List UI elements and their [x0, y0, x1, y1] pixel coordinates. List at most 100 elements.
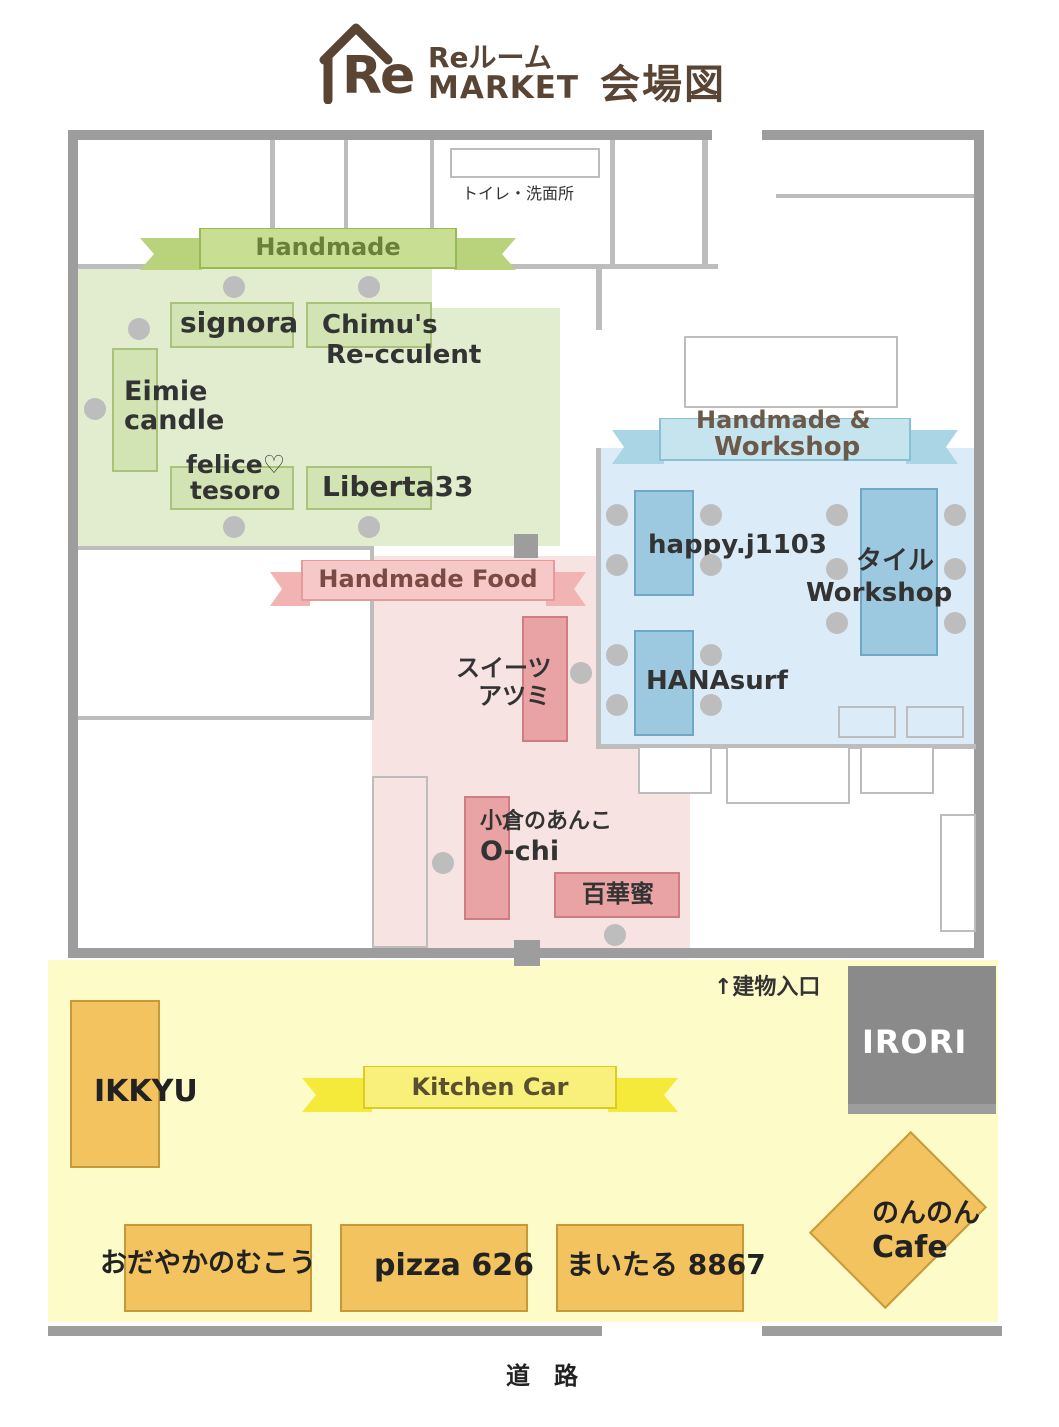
seat [604, 924, 626, 946]
handmade-banner: Handmade [140, 228, 516, 276]
seat [700, 644, 722, 666]
booth-signora[interactable] [170, 302, 294, 348]
booth-hyakka-label: 百華蜜 [582, 880, 654, 908]
workshop-box-2 [906, 706, 964, 738]
booth-pizza-label: pizza 626 [374, 1248, 534, 1283]
toilet-fixture [450, 148, 600, 178]
wall-top-left [68, 130, 712, 140]
food-banner-text: Handmade Food [318, 565, 538, 593]
logo-market: MARKET [428, 70, 580, 106]
booth-happy[interactable] [634, 490, 694, 596]
wall-right [974, 130, 984, 958]
booth-tile[interactable] [860, 488, 938, 656]
booth-hana-label: HANAsurf [646, 666, 788, 696]
booth-chimu-label-1: Chimu's [322, 310, 438, 340]
booth-nonnon-label-2: Cafe [872, 1230, 948, 1265]
seat [944, 558, 966, 580]
fixture-d [940, 814, 976, 932]
wall-street-right [762, 1326, 1002, 1336]
booth-happy-label: happy.j1103 [648, 530, 827, 560]
booth-odayaka-label: おだやかのむこう [100, 1248, 316, 1279]
workshop-banner-line1: Handmade & [696, 406, 871, 434]
wall-room-div5 [702, 140, 708, 268]
fixture-b [726, 746, 850, 804]
wall-left [68, 130, 78, 958]
logo-re-small: Reルーム [428, 41, 552, 74]
booth-hana[interactable] [634, 630, 694, 736]
food-banner: Handmade Food [270, 560, 586, 610]
toilet-label: トイレ・洗面所 [462, 184, 575, 203]
booth-chimu-label-2: Re-cculent [326, 340, 482, 370]
booth-liberta-label: Liberta33 [322, 470, 474, 503]
wall-workshop-left [596, 448, 601, 748]
seat [700, 504, 722, 526]
kitchen-banner: Kitchen Car [302, 1066, 678, 1116]
booth-tile-label-1: タイル [856, 546, 935, 576]
logo-mark: Re [342, 46, 415, 106]
seat [606, 644, 628, 666]
booth-maitaru-label: まいたる 8867 [566, 1248, 766, 1281]
counter-fixture [684, 336, 898, 408]
workshop-box-1 [838, 706, 896, 738]
booth-odayaka[interactable] [124, 1224, 312, 1312]
wall-room-div2 [344, 140, 348, 268]
kitchen-banner-text: Kitchen Car [411, 1073, 569, 1101]
door-bottom [514, 940, 540, 966]
seat [128, 318, 150, 340]
wall-room-div1 [270, 140, 275, 268]
seat [826, 612, 848, 634]
wall-room-div3 [430, 140, 434, 268]
seat [84, 398, 106, 420]
seat [826, 504, 848, 526]
banner-ribbon-icon [302, 1066, 678, 1112]
booth-ogura-label-2: O-chi [480, 836, 560, 867]
fixture-a [638, 746, 712, 794]
shelf-food [372, 776, 428, 948]
booth-felice-label-2: tesoro [190, 476, 281, 505]
booth-sweets-label-2: アツミ [478, 682, 550, 710]
booth-tile-label-2: Workshop [806, 578, 953, 608]
booth-nonnon-label-1: のんのん [872, 1198, 980, 1229]
seat [606, 554, 628, 576]
header: Re Reルーム MARKET 会場図 [318, 22, 758, 112]
door-top [514, 534, 538, 558]
seat [223, 516, 245, 538]
wall-top-right [762, 130, 984, 140]
seat [570, 662, 592, 684]
entrance-label: ↑建物入口 [714, 975, 821, 1000]
seat [606, 694, 628, 716]
booth-felice[interactable] [170, 466, 294, 510]
booth-chimu[interactable] [306, 302, 432, 348]
booth-hyakka[interactable] [554, 872, 680, 918]
fixture-c [860, 746, 934, 794]
banner-ribbon-icon [270, 560, 586, 606]
booth-ogura-label-1: 小倉のあんこ [480, 809, 613, 834]
irori-room[interactable] [848, 966, 996, 1114]
booth-ikkyu[interactable] [70, 1000, 160, 1168]
handmade-zone-ext [430, 308, 560, 546]
wall-left-room-right [370, 546, 374, 720]
seat [944, 612, 966, 634]
handmade-banner-text: Handmade [255, 233, 401, 261]
booth-sweets[interactable] [522, 616, 568, 742]
wall-right-shelf [776, 194, 974, 198]
seat [606, 504, 628, 526]
wall-street-left [48, 1326, 602, 1336]
workshop-banner-line2: Workshop [714, 432, 861, 462]
seat [944, 504, 966, 526]
wall-center-vert [596, 268, 602, 330]
booth-ogura[interactable] [464, 796, 510, 920]
booth-signora-label: signora [180, 306, 299, 339]
booth-pizza[interactable] [340, 1224, 528, 1312]
seat [358, 276, 380, 298]
booth-maitaru[interactable] [556, 1224, 744, 1312]
booth-liberta[interactable] [306, 466, 432, 510]
wall-room-div4 [610, 140, 615, 268]
booth-sweets-label-1: スイーツ [456, 654, 552, 682]
booth-eimie[interactable] [112, 348, 158, 472]
booth-eimie-label-2: candle [124, 405, 225, 436]
road-label: 道 路 [506, 1362, 578, 1390]
house-logo-icon [319, 23, 393, 104]
booth-eimie-label-1: Eimie [124, 376, 208, 407]
workshop-banner: Handmade & Workshop [612, 407, 958, 468]
